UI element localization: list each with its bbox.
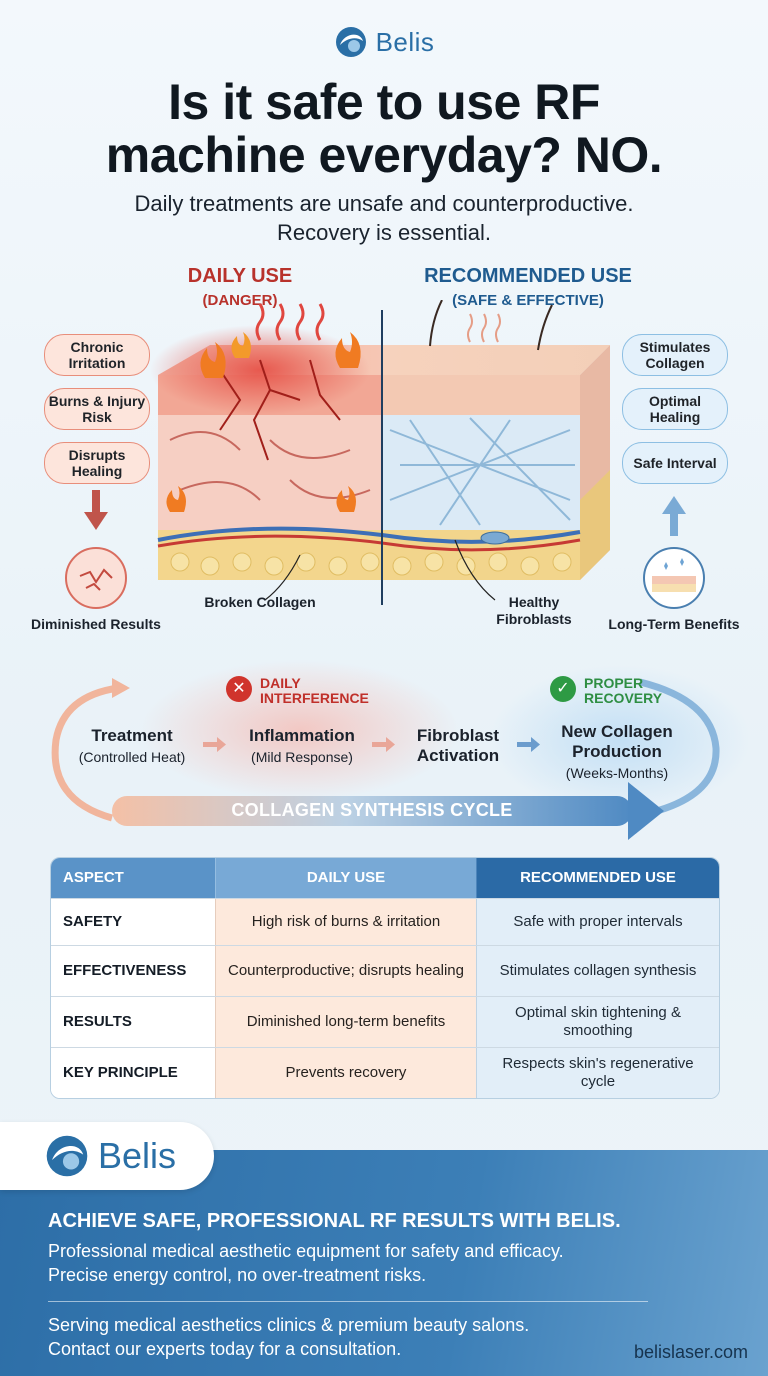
header-recommended-use: RECOMMENDED USE xyxy=(476,858,719,898)
row-daily-effectiveness: Counterproductive; disrupts healing xyxy=(215,946,476,996)
table-row: SAFETY High risk of burns & irritation S… xyxy=(51,898,719,945)
footer-divider xyxy=(48,1301,648,1302)
table-header-row: ASPECT DAILY USE RECOMMENDED USE xyxy=(51,858,719,898)
table-row: KEY PRINCIPLE Prevents recovery Respects… xyxy=(51,1047,719,1098)
subtitle-line-1: Daily treatments are unsafe and counterp… xyxy=(134,191,634,216)
row-recommended-safety: Safe with proper intervals xyxy=(476,899,719,945)
pill-optimal-healing: Optimal Healing xyxy=(622,388,728,430)
cycle-step-treatment: Treatment (Controlled Heat) xyxy=(78,726,186,765)
recommended-use-heading: RECOMMENDED USE (SAFE & EFFECTIVE) xyxy=(398,265,658,309)
belis-logo-icon xyxy=(335,27,366,57)
cycle-step-inflammation: Inflammation (Mild Response) xyxy=(249,726,355,765)
pill-disrupts-healing: Disrupts Healing xyxy=(44,442,150,484)
row-recommended-results: Optimal skin tightening & smoothing xyxy=(476,997,719,1047)
table-row: EFFECTIVENESS Counterproductive; disrupt… xyxy=(51,945,719,996)
row-daily-key-principle: Prevents recovery xyxy=(215,1048,476,1098)
table-row: RESULTS Diminished long-term benefits Op… xyxy=(51,996,719,1047)
footer-headline: ACHIEVE SAFE, PROFESSIONAL RF RESULTS WI… xyxy=(48,1210,621,1232)
row-daily-safety: High risk of burns & irritation xyxy=(215,899,476,945)
collagen-cycle-label: COLLAGEN SYNTHESIS CYCLE xyxy=(231,800,513,820)
title-line-1: Is it safe to use RF xyxy=(168,74,600,130)
broken-collagen-label: Broken Collagen xyxy=(204,594,316,610)
footer-line-3: Serving medical aesthetics clinics & pre… xyxy=(48,1315,530,1335)
daily-use-title: DAILY USE xyxy=(187,265,293,287)
skin-cross-section xyxy=(150,300,610,605)
subtitle-line-2: Recovery is essential. xyxy=(277,219,491,245)
arrow-up-icon xyxy=(662,496,686,536)
x-circle-icon: ✕ xyxy=(226,676,252,702)
healthy-fibroblasts-label: Healthy Fibroblasts xyxy=(496,594,572,627)
row-aspect-results: RESULTS xyxy=(51,997,215,1047)
diminished-results-label: Diminished Results xyxy=(31,616,161,632)
pill-chronic-irritation: Chronic Irritation xyxy=(44,334,150,376)
footer-line-4: Contact our experts today for a consulta… xyxy=(48,1339,402,1359)
proper-recovery-label: PROPER RECOVERY xyxy=(584,675,663,707)
header-daily-use: DAILY USE xyxy=(215,858,476,898)
footer-line-2: Precise energy control, no over-treatmen… xyxy=(48,1265,427,1285)
page-title: Is it safe to use RF machine everyday? N… xyxy=(20,76,748,182)
header-aspect: ASPECT xyxy=(51,858,215,898)
daily-interference-tag: ✕ DAILY INTERFERENCE xyxy=(226,675,390,707)
cycle-step-fibroblast-activation: Fibroblast Activation xyxy=(416,726,500,765)
row-aspect-safety: SAFETY xyxy=(51,899,215,945)
pill-burns-injury-risk: Burns & Injury Risk xyxy=(44,388,150,430)
title-line-2: machine everyday? NO. xyxy=(105,127,663,183)
belis-logo-icon xyxy=(46,1135,88,1177)
website-link[interactable]: belislaser.com xyxy=(633,1342,748,1362)
healthy-skin-icon xyxy=(643,547,705,609)
pill-stimulates-collagen: Stimulates Collagen xyxy=(622,334,728,376)
cycle-step-new-collagen: New Collagen Production (Weeks-Months) xyxy=(561,722,673,781)
row-aspect-key-principle: KEY PRINCIPLE xyxy=(51,1048,215,1098)
check-circle-icon: ✓ xyxy=(550,676,576,702)
long-term-benefits-label: Long-Term Benefits xyxy=(608,616,740,632)
proper-recovery-tag: ✓ PROPER RECOVERY xyxy=(550,675,674,707)
row-daily-results: Diminished long-term benefits xyxy=(215,997,476,1047)
footer-line-1: Professional medical aesthetic equipment… xyxy=(48,1241,564,1261)
arrow-down-icon xyxy=(84,490,108,530)
fire-icon xyxy=(166,332,361,512)
footer-brand-name: Belis xyxy=(98,1135,177,1176)
pill-safe-interval: Safe Interval xyxy=(622,442,728,484)
heat-wave-icon xyxy=(255,303,325,341)
footer-logo: Belis xyxy=(0,1122,214,1190)
comparison-table: ASPECT DAILY USE RECOMMENDED USE SAFETY … xyxy=(50,857,720,1099)
damaged-skin-icon xyxy=(65,547,127,609)
recommended-use-title: RECOMMENDED USE xyxy=(424,265,632,287)
collagen-cycle-graphic xyxy=(51,660,750,840)
row-recommended-effectiveness: Stimulates collagen synthesis xyxy=(476,946,719,996)
recommended-use-subtitle: (SAFE & EFFECTIVE) xyxy=(452,292,604,309)
top-logo: Belis xyxy=(0,22,768,62)
row-recommended-key-principle: Respects skin's regenerative cycle xyxy=(476,1048,719,1098)
brand-name: Belis xyxy=(375,26,435,57)
page-subtitle: Daily treatments are unsafe and counterp… xyxy=(20,190,748,247)
row-aspect-effectiveness: EFFECTIVENESS xyxy=(51,946,215,996)
daily-interference-label: DAILY INTERFERENCE xyxy=(260,675,369,707)
